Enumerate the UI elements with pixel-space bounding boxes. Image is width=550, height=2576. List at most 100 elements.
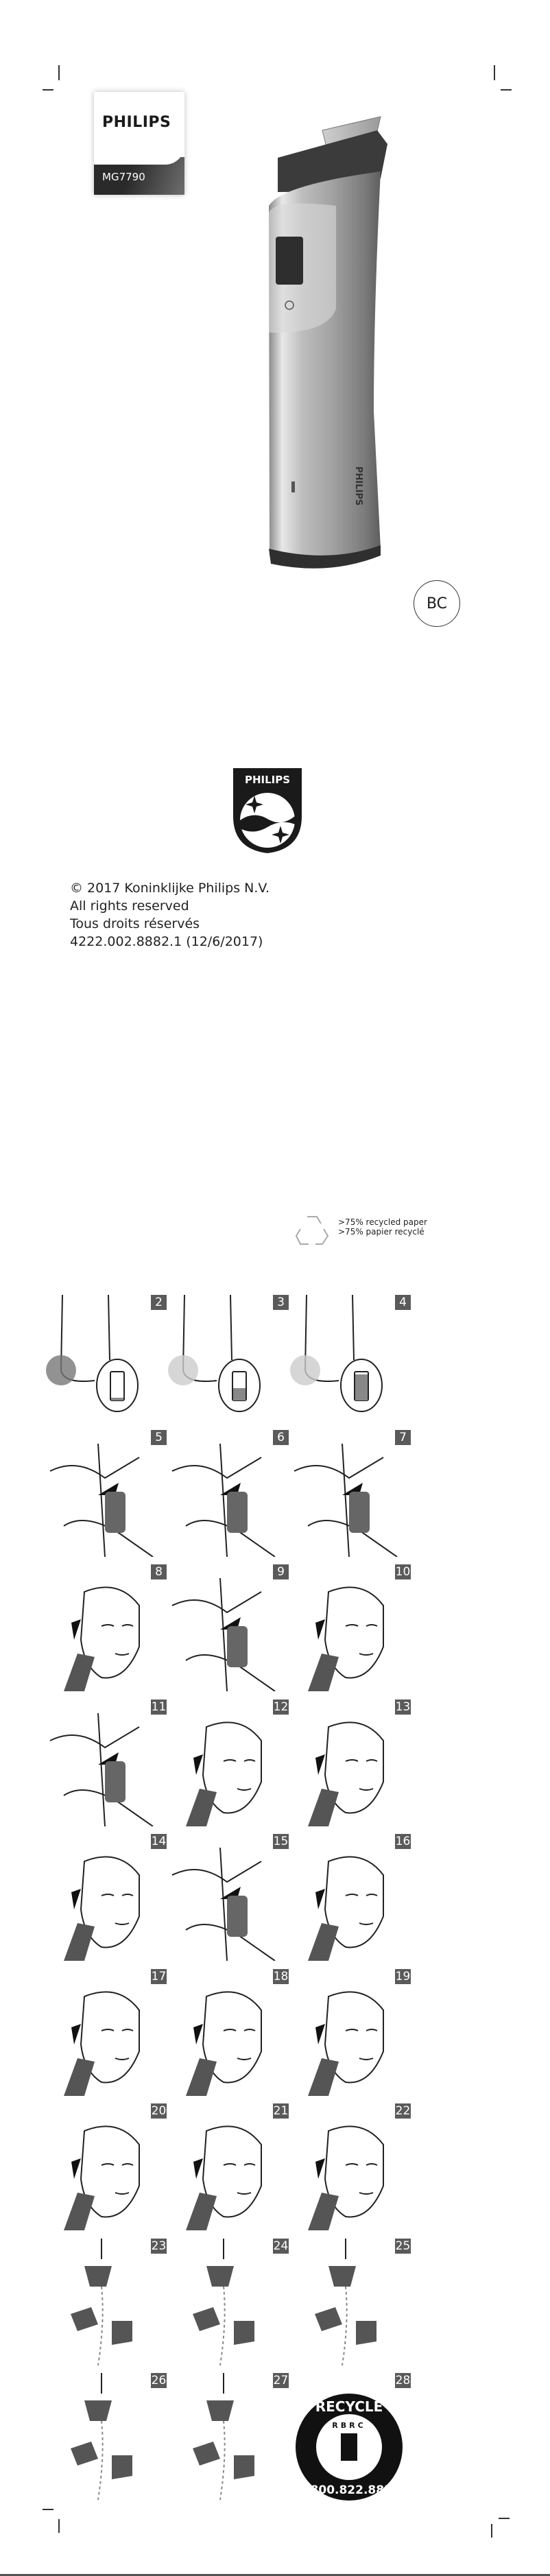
trim-beard-upward-icon bbox=[64, 1856, 140, 1961]
battery-full-icon bbox=[290, 1295, 383, 1412]
trim-hair-icon bbox=[186, 1990, 262, 2096]
trim-moustache-icon bbox=[308, 1990, 384, 2096]
step-number-badge: 23 bbox=[151, 2238, 167, 2254]
step-number-badge: 26 bbox=[151, 2373, 167, 2388]
illustration-step-20: 20 bbox=[36, 2103, 167, 2230]
battery-charging-icon bbox=[168, 1295, 261, 1412]
illustration-step-16: 16 bbox=[280, 1834, 411, 1961]
illustration-step-23: 23 bbox=[36, 2238, 167, 2365]
plug-in-adapter-icon bbox=[49, 1443, 154, 1557]
legal-text: © 2017 Koninklijke Philips N.V. All righ… bbox=[70, 879, 270, 951]
rinse-head-icon bbox=[193, 2238, 254, 2365]
model-number: MG7790 bbox=[102, 171, 145, 183]
step-number-badge: 27 bbox=[273, 2373, 289, 2388]
crop-mark bbox=[494, 65, 495, 80]
illustration-step-6: 6 bbox=[158, 1429, 289, 1557]
rights-line: All rights reserved bbox=[70, 898, 189, 914]
illustration-step-14: 14 bbox=[36, 1834, 167, 1961]
illustration-step-7: 7 bbox=[280, 1429, 411, 1557]
remove-head-icon bbox=[315, 2238, 376, 2365]
step-number-badge: 21 bbox=[273, 2103, 289, 2119]
recycled-paper-en: >75% recycled paper bbox=[338, 1217, 427, 1227]
battery-low-flashing-icon bbox=[46, 1295, 139, 1412]
crop-mark bbox=[58, 65, 60, 80]
step-number-badge: 15 bbox=[273, 1834, 289, 1849]
rinse-under-tap-icon bbox=[193, 2373, 254, 2500]
trim-nape-icon bbox=[308, 1856, 384, 1961]
step-number-badge: 19 bbox=[395, 1968, 411, 1984]
illustration-step-27: 27 bbox=[158, 2373, 289, 2500]
logo-white-tab bbox=[94, 133, 184, 165]
step-number-badge: 5 bbox=[151, 1429, 167, 1445]
illustration-step-10: 10 bbox=[280, 1564, 411, 1691]
attach-comb-icon bbox=[171, 1577, 276, 1691]
open-protection-cap-icon bbox=[171, 1443, 276, 1557]
illustration-step-22: 22 bbox=[280, 2103, 411, 2230]
rbrc-middle-text: RBRC bbox=[332, 2421, 366, 2430]
step-number-badge: 9 bbox=[273, 1564, 289, 1579]
copyright-line: © 2017 Koninklijke Philips N.V. bbox=[70, 881, 270, 896]
illustration-step-9: 9 bbox=[158, 1564, 289, 1691]
crop-mark bbox=[499, 2518, 510, 2519]
step-number-badge: 18 bbox=[273, 1968, 289, 1984]
document-number: 4222.002.8882.1 (12/6/2017) bbox=[70, 934, 263, 949]
illustration-step-15: 15 bbox=[158, 1834, 289, 1961]
trim-face-icon bbox=[64, 1586, 140, 1691]
step-number-badge: 12 bbox=[273, 1699, 289, 1715]
blow-clean-icon bbox=[71, 2373, 132, 2500]
trim-eyebrow-icon bbox=[64, 2125, 140, 2230]
rbrc-recycle-seal-icon: RECYCLE RBRC 1.800.822.8837 bbox=[296, 2394, 403, 2501]
illustration-step-18: 18 bbox=[158, 1968, 289, 2096]
rights-line-fr: Tous droits réservés bbox=[70, 916, 200, 931]
step-number-badge: 25 bbox=[395, 2238, 411, 2254]
illustration-step-19: 19 bbox=[280, 1968, 411, 2096]
trim-sideburn-icon bbox=[64, 1990, 140, 2096]
illustration-step-5: 5 bbox=[36, 1429, 167, 1557]
illustration-step-28: RECYCLE RBRC 1.800.822.8837 28 bbox=[280, 2373, 411, 2501]
step-number-badge: 10 bbox=[395, 1564, 411, 1579]
step-number-badge: 8 bbox=[151, 1564, 167, 1579]
step-number-badge: 13 bbox=[395, 1699, 411, 1715]
step-number-badge: 3 bbox=[273, 1295, 289, 1310]
trim-beard-icon bbox=[186, 1721, 262, 1826]
nose-trimmer-icon bbox=[186, 2125, 262, 2230]
step-number-badge: 14 bbox=[151, 1834, 167, 1849]
region-code-badge: BC bbox=[414, 580, 460, 627]
step-number-badge: 28 bbox=[395, 2373, 411, 2388]
power-on-icon bbox=[49, 1713, 154, 1826]
illustration-step-2: 2 bbox=[36, 1295, 167, 1422]
recycled-paper-fr: >75% papier recyclé bbox=[338, 1227, 425, 1237]
illustration-step-11: 11 bbox=[36, 1699, 167, 1826]
step-number-badge: 7 bbox=[395, 1429, 411, 1445]
crop-mark bbox=[501, 89, 512, 91]
attach-trimmer-head-icon bbox=[294, 1443, 398, 1557]
trim-under-chin-icon bbox=[308, 1721, 384, 1826]
illustration-step-26: 26 bbox=[36, 2373, 167, 2500]
recycle-icon bbox=[295, 1216, 329, 1245]
step-number-badge: 16 bbox=[395, 1834, 411, 1849]
crop-mark bbox=[43, 89, 53, 91]
region-code: BC bbox=[426, 595, 448, 612]
rinse-attachments-icon bbox=[71, 2238, 132, 2365]
illustration-step-8: 8 bbox=[36, 1564, 167, 1691]
illustration-step-3: 3 bbox=[158, 1295, 289, 1422]
crop-mark bbox=[491, 2524, 492, 2538]
body-groom-icon bbox=[171, 1847, 276, 1961]
crop-mark bbox=[43, 2509, 53, 2510]
step-number-badge: 11 bbox=[151, 1699, 167, 1715]
crop-mark bbox=[58, 2519, 60, 2533]
rbrc-phone-text: 1.800.822.8837 bbox=[298, 2483, 400, 2497]
product-trimmer-image: PHILIPS bbox=[269, 116, 387, 569]
trim-neck-icon bbox=[308, 1586, 384, 1691]
shield-brand-text: PHILIPS bbox=[245, 774, 290, 786]
illustration-step-21: 21 bbox=[158, 2103, 289, 2230]
illustration-step-4: 4 bbox=[280, 1295, 411, 1422]
step-number-badge: 20 bbox=[151, 2103, 167, 2119]
step-number-badge: 24 bbox=[273, 2238, 289, 2254]
rbrc-top-text: RECYCLE bbox=[315, 2398, 383, 2415]
step-number-badge: 17 bbox=[151, 1968, 167, 1984]
shave-foil-icon bbox=[308, 2125, 384, 2230]
illustration-step-24: 24 bbox=[158, 2238, 289, 2365]
step-number-badge: 4 bbox=[395, 1295, 411, 1310]
product-logo-box: PHILIPS MG7790 bbox=[94, 92, 184, 195]
